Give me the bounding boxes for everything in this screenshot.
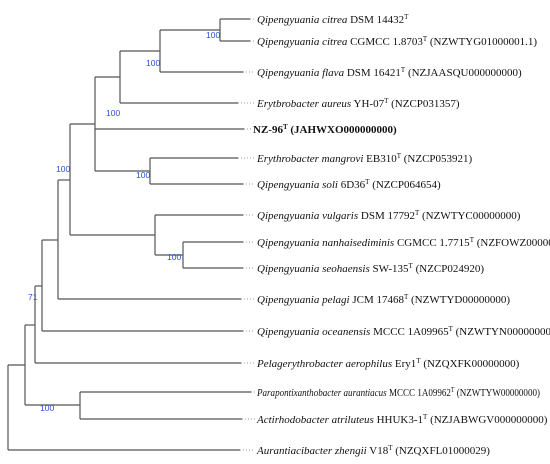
leaf-labels: Qipengyuania citrea DSM 14432T Qipengyua… [253,13,550,457]
leaf-label: Erythrobacter mangrovi EB310T (NZCP05392… [256,152,473,165]
leaf-label: Qipengyuania seohaensis SW-135T (NZCP024… [257,262,484,275]
leaf-label: Qipengyuania nanhaisediminis CGMCC 1.771… [257,236,550,249]
leaf-label-highlighted: NZ-96T (JAHWXO000000000) [253,123,397,136]
tree-leaders [238,18,256,451]
bootstrap-value: 100 [136,170,150,180]
bootstrap-value: 100 [106,108,120,118]
leaf-label: Qipengyuania oceanensis MCCC 1A09965T (N… [257,325,550,338]
bootstrap-value: 100 [167,252,181,262]
leaf-label: Qipengyuania vulgaris DSM 17792T (NZWTYC… [257,209,521,222]
bootstrap-value: 100 [56,164,70,174]
leaf-label: Parapontixanthobacter aurantiacus MCCC 1… [256,386,540,399]
bootstrap-value: 100 [146,58,160,68]
leaf-label: Qipengyuania flava DSM 16421T (NZJAASQU0… [257,66,522,79]
tree-branches [7,18,251,451]
leaf-label: Qipengyuania citrea CGMCC 1.8703T (NZWTY… [257,35,537,48]
leaf-label: Pelagerythrobacter aerophilus Ery1T (NZQ… [256,357,520,370]
bootstrap-value: 71 [28,292,38,302]
bootstrap-values: 100 100 100 100 100 100 71 100 [28,30,220,413]
leaf-label: Aurantiacibacter zhengii V18T (NZQXFL010… [256,444,490,457]
leaf-label: Qipengyuania pelagi JCM 17468T (NZWTYD00… [257,293,510,306]
leaf-label: Actirhodobacter atriluteus HHUK3-1T (NZJ… [256,413,548,426]
leaf-label: Erytbrobacter aureus YH-07T (NZCP031357) [256,97,460,110]
bootstrap-value: 100 [206,30,220,40]
leaf-label: Qipengyuania soli 6D36T (NZCP064654) [257,178,441,191]
leaf-label: Qipengyuania citrea DSM 14432T [257,13,409,26]
bootstrap-value: 100 [40,403,54,413]
